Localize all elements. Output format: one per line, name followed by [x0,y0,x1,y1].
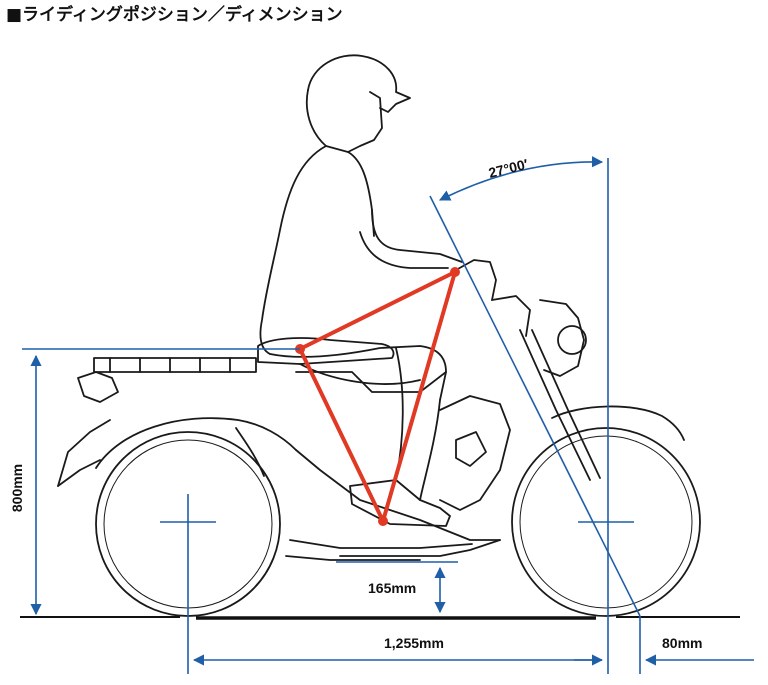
seat-height-label: 800mm [9,464,25,512]
front-wheel [511,427,701,617]
ground-clearance-label: 165mm [368,580,416,596]
foot-point [378,516,388,526]
helmet [307,54,411,113]
caster-angle-arc [438,156,604,201]
rider-triangle [295,267,460,526]
caster-angle-label: 27°00′ [487,156,530,181]
page-title: ■ライディングポジション／ディメンション [6,5,343,25]
hand-point [450,267,460,277]
dimension-lines [22,156,754,674]
motorcycle-outline [57,259,701,617]
ground-line [20,616,740,620]
trail-label: 80mm [662,635,702,651]
steering-axis [429,195,641,617]
wheelbase-label: 1,255mm [384,635,444,651]
rider-outline [259,54,463,527]
